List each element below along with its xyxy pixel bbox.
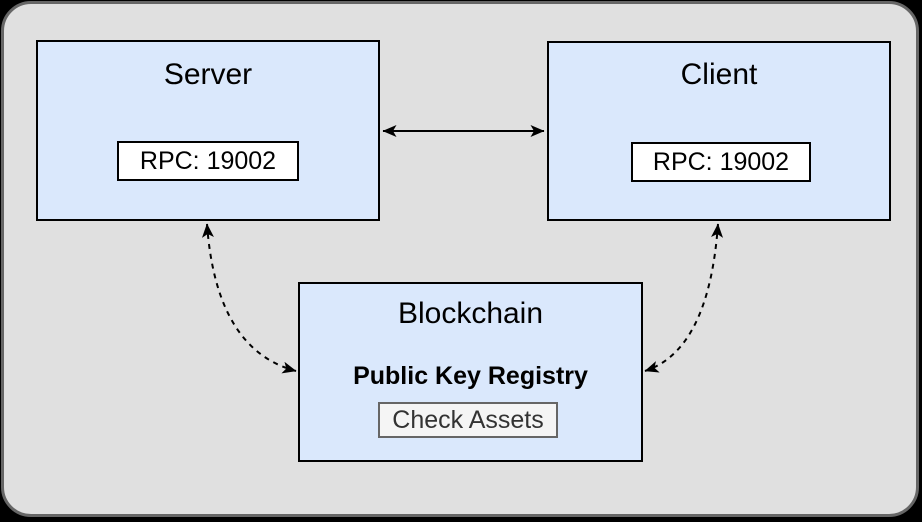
check-assets-button-label: Check Assets: [392, 405, 544, 434]
blockchain-node: Blockchain Public Key Registry Check Ass…: [298, 282, 643, 462]
server-rpc-port-label: RPC: 19002: [139, 146, 277, 175]
blockchain-title: Blockchain: [397, 297, 544, 330]
client-title: Client: [680, 58, 758, 91]
public-key-registry-label: Public Key Registry: [353, 362, 588, 390]
server-rpc-port-box: RPC: 19002: [117, 141, 299, 181]
server-title: Server: [163, 58, 253, 91]
check-assets-button[interactable]: Check Assets: [378, 402, 558, 438]
client-rpc-port-box: RPC: 19002: [631, 142, 811, 182]
client-node: Client RPC: 19002: [547, 41, 891, 221]
client-rpc-port-label: RPC: 19002: [652, 147, 790, 176]
server-node: Server RPC: 19002: [36, 40, 380, 221]
